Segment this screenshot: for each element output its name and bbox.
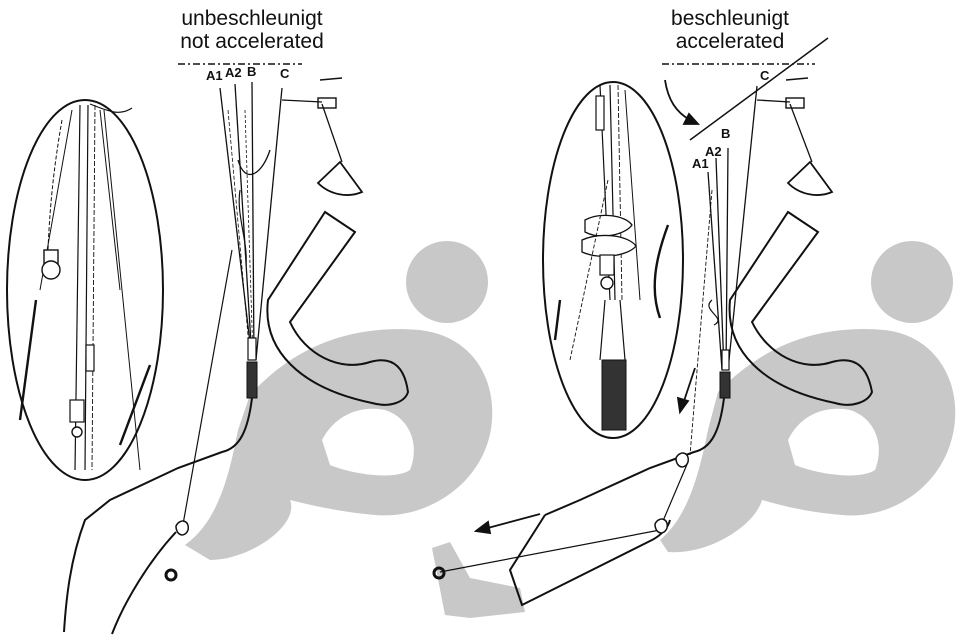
- left-label-a1: A1: [206, 68, 223, 83]
- right-detail-ellipse: [543, 82, 683, 438]
- right-label-a2: A2: [705, 144, 722, 159]
- left-pilot-head: [406, 241, 488, 323]
- right-pilot-head: [871, 241, 953, 323]
- left-label-c: C: [280, 66, 290, 81]
- right-speedbar-cross-line: [440, 530, 660, 572]
- right-tilt-line: [690, 38, 828, 140]
- right-speedbar-pulley-upper: [676, 453, 688, 467]
- right-label-b: B: [721, 126, 730, 141]
- right-brake-handle: [757, 78, 832, 195]
- left-speedbar-ring: [166, 570, 176, 580]
- left-brake-handle: [282, 78, 362, 195]
- right-pilot-foot: [432, 542, 525, 618]
- right-leg-outline: [510, 515, 670, 605]
- left-detail-ellipse: [7, 100, 163, 480]
- left-label-b: B: [247, 64, 256, 79]
- right-arrow-tilt: [665, 80, 698, 124]
- left-panel: A1 A2 B C: [7, 64, 492, 634]
- left-risers: [220, 82, 282, 398]
- left-leg-outline: [112, 532, 176, 634]
- right-label-c: C: [760, 68, 770, 83]
- right-speedbar-pulley: [655, 519, 667, 533]
- right-panel: A1 A2 B C: [432, 38, 955, 618]
- left-label-a2: A2: [225, 65, 242, 80]
- right-arrow-down: [678, 368, 695, 412]
- left-speedbar-pulley: [176, 521, 188, 535]
- left-pilot-silhouette: [185, 241, 492, 560]
- right-arrow-push-left: [476, 514, 540, 533]
- right-pilot-silhouette: [432, 241, 955, 618]
